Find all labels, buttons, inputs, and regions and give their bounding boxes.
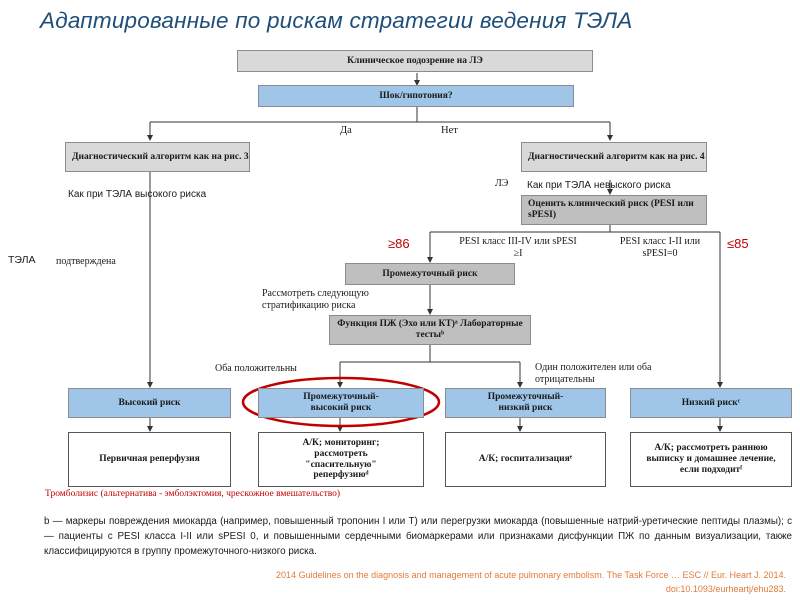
low-risk-box: Низкий рискᶜ: [630, 388, 792, 418]
assess-risk-box: Оценить клинический риск (PESI или sPESI…: [521, 195, 707, 225]
footnote-text: b — маркеры повреждения миокарда (наприм…: [44, 516, 792, 557]
both-positive-label: Оба положительны: [215, 363, 297, 374]
reference-line-1: 2014 Guidelines on the diagnosis and man…: [276, 570, 786, 580]
intermediate-low-risk-box: Промежуточный-низкий риск: [445, 388, 606, 418]
diag-algorithm-left-box: Диагностический алгоритм как на рис. 3: [65, 142, 250, 172]
as-high-risk-label: Как при ТЭЛА высокого риска: [68, 189, 207, 200]
ak-hospitalization-box: А/К; госпитализацияᵉ: [445, 432, 606, 487]
no-label: Нет: [441, 125, 458, 136]
highlight-ellipse: [241, 376, 441, 428]
high-risk-box: Высокий риск: [68, 388, 231, 418]
reference-line-2: doi:10.1093/eurheartj/ehu283.: [665, 584, 786, 594]
shock-box: Шок/гипотония?: [258, 85, 574, 107]
one-positive-label: Один положителен или оба отрицательны: [535, 362, 652, 385]
consider-stratification-label: Рассмотреть следующую стратификацию риск…: [262, 288, 369, 311]
reference-citation: 2014 Guidelines on the diagnosis and man…: [276, 568, 786, 596]
diag-algorithm-right-box: Диагностический алгоритм как на рис. 4: [521, 142, 707, 172]
ak-early-discharge-box: А/К; рассмотреть раннюю выписку и домашн…: [630, 432, 792, 487]
tela-label: ТЭЛА: [8, 254, 36, 266]
thrombolysis-label: Тромболизис (альтернатива - эмболэктомия…: [45, 489, 341, 499]
le-label: ЛЭ: [495, 178, 509, 189]
suspicion-box: Клиническое подозрение на ЛЭ: [237, 50, 593, 72]
intermediate-risk-box: Промежуточный риск: [345, 263, 515, 285]
rv-function-box: Функция ПЖ (Эхо или КТ)ᵃ Лабораторные те…: [329, 315, 531, 345]
slide-title: Адаптированные по рискам стратегии веден…: [40, 8, 633, 33]
score-86-label: ≥86: [388, 236, 410, 251]
confirmed-label: подтверждена: [56, 256, 116, 267]
pesi-3-4-label: PESI класс III-IV или sPESI ≥I: [459, 236, 577, 259]
ak-monitoring-box: А/К; мониторинг; рассмотреть "спасительн…: [258, 432, 424, 487]
pesi-1-2-label: PESI класс I-II или sPESI=0: [619, 236, 701, 259]
intermediate-high-risk-box: Промежуточный-высокий риск: [258, 388, 424, 418]
yes-label: Да: [340, 125, 352, 136]
as-non-high-risk-label: Как при ТЭЛА невыского риска: [527, 180, 671, 191]
score-85-label: ≤85: [727, 236, 749, 251]
primary-reperfusion-box: Первичная реперфузия: [68, 432, 231, 487]
